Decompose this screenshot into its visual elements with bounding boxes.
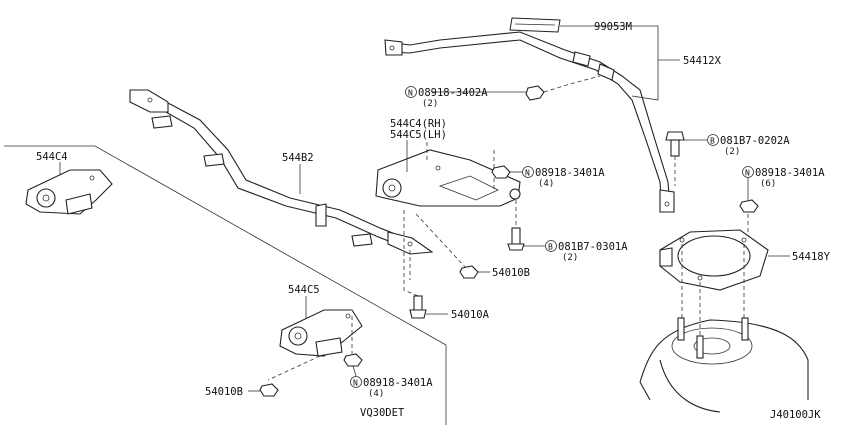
marker-b-0301a: B [548, 243, 553, 252]
callout-54412x: 54412X [683, 55, 722, 67]
callout-54010b-mid: 54010B [492, 267, 530, 279]
nut-54010b-lower [248, 383, 279, 397]
callout-544c5-inset: 544C5 [288, 284, 320, 296]
strut-tower [639, 317, 809, 413]
strut-bar-54412x [384, 25, 680, 213]
plate-54418y [659, 229, 790, 350]
marker-n-3401a-right: N [745, 169, 750, 178]
callout-081b7-0202a: 081B7-0202A [720, 135, 790, 147]
callout-081b7-0301a-qty: (2) [562, 253, 578, 263]
bracket-544c4-544c5 [375, 140, 521, 297]
callout-08918-3401a-lower-qty: (4) [368, 389, 384, 399]
diagram-id: J40100JK [770, 409, 821, 421]
nut-08918-3401a-mid [491, 165, 534, 179]
callout-08918-3402a-qty: (2) [422, 99, 438, 109]
nut-08918-3402a [405, 75, 601, 101]
bracket-544c4-inset [25, 162, 113, 215]
nut-08918-3401a-lower [343, 353, 363, 388]
marker-n-3401a-lower: N [353, 379, 358, 388]
engine-label: VQ30DET [360, 407, 405, 419]
callout-08918-3401a-mid-qty: (4) [538, 179, 554, 189]
marker-n-3402a: N [408, 89, 413, 98]
inset-frame [4, 145, 447, 425]
bracket-544c5-inset [267, 296, 363, 381]
label-plate-99053m [509, 17, 592, 33]
callout-544c4-rh: 544C4(RH) [390, 118, 447, 130]
callout-08918-3401a-lower: 08918-3401A [363, 377, 433, 389]
callout-08918-3401a-right: 08918-3401A [755, 167, 825, 179]
callout-08918-3402a: 08918-3402A [418, 87, 488, 99]
callout-54010a: 54010A [451, 309, 490, 321]
marker-b-0202a: B [710, 137, 715, 146]
nut-54010b-mid [459, 265, 490, 279]
bolt-54010a [409, 295, 448, 319]
marker-n-3401a-mid: N [525, 169, 530, 178]
callout-081b7-0202a-qty: (2) [724, 147, 740, 157]
callout-08918-3401a-mid: 08918-3401A [535, 167, 605, 179]
callout-544c5-lh: 544C5(LH) [390, 129, 447, 141]
strut-bar-544b2 [129, 89, 434, 255]
callout-54418y: 54418Y [792, 251, 831, 263]
callout-544c4-inset: 544C4 [36, 151, 68, 163]
callout-08918-3401a-right-qty: (6) [760, 179, 776, 189]
callout-544b2: 544B2 [282, 152, 314, 164]
callout-081b7-0301a: 081B7-0301A [558, 241, 628, 253]
callout-54010b-lower: 54010B [205, 386, 243, 398]
bolt-081b7-0202a [665, 131, 719, 186]
callout-99053m: 99053M [594, 21, 632, 33]
bolt-081b7-0301a [507, 227, 557, 252]
